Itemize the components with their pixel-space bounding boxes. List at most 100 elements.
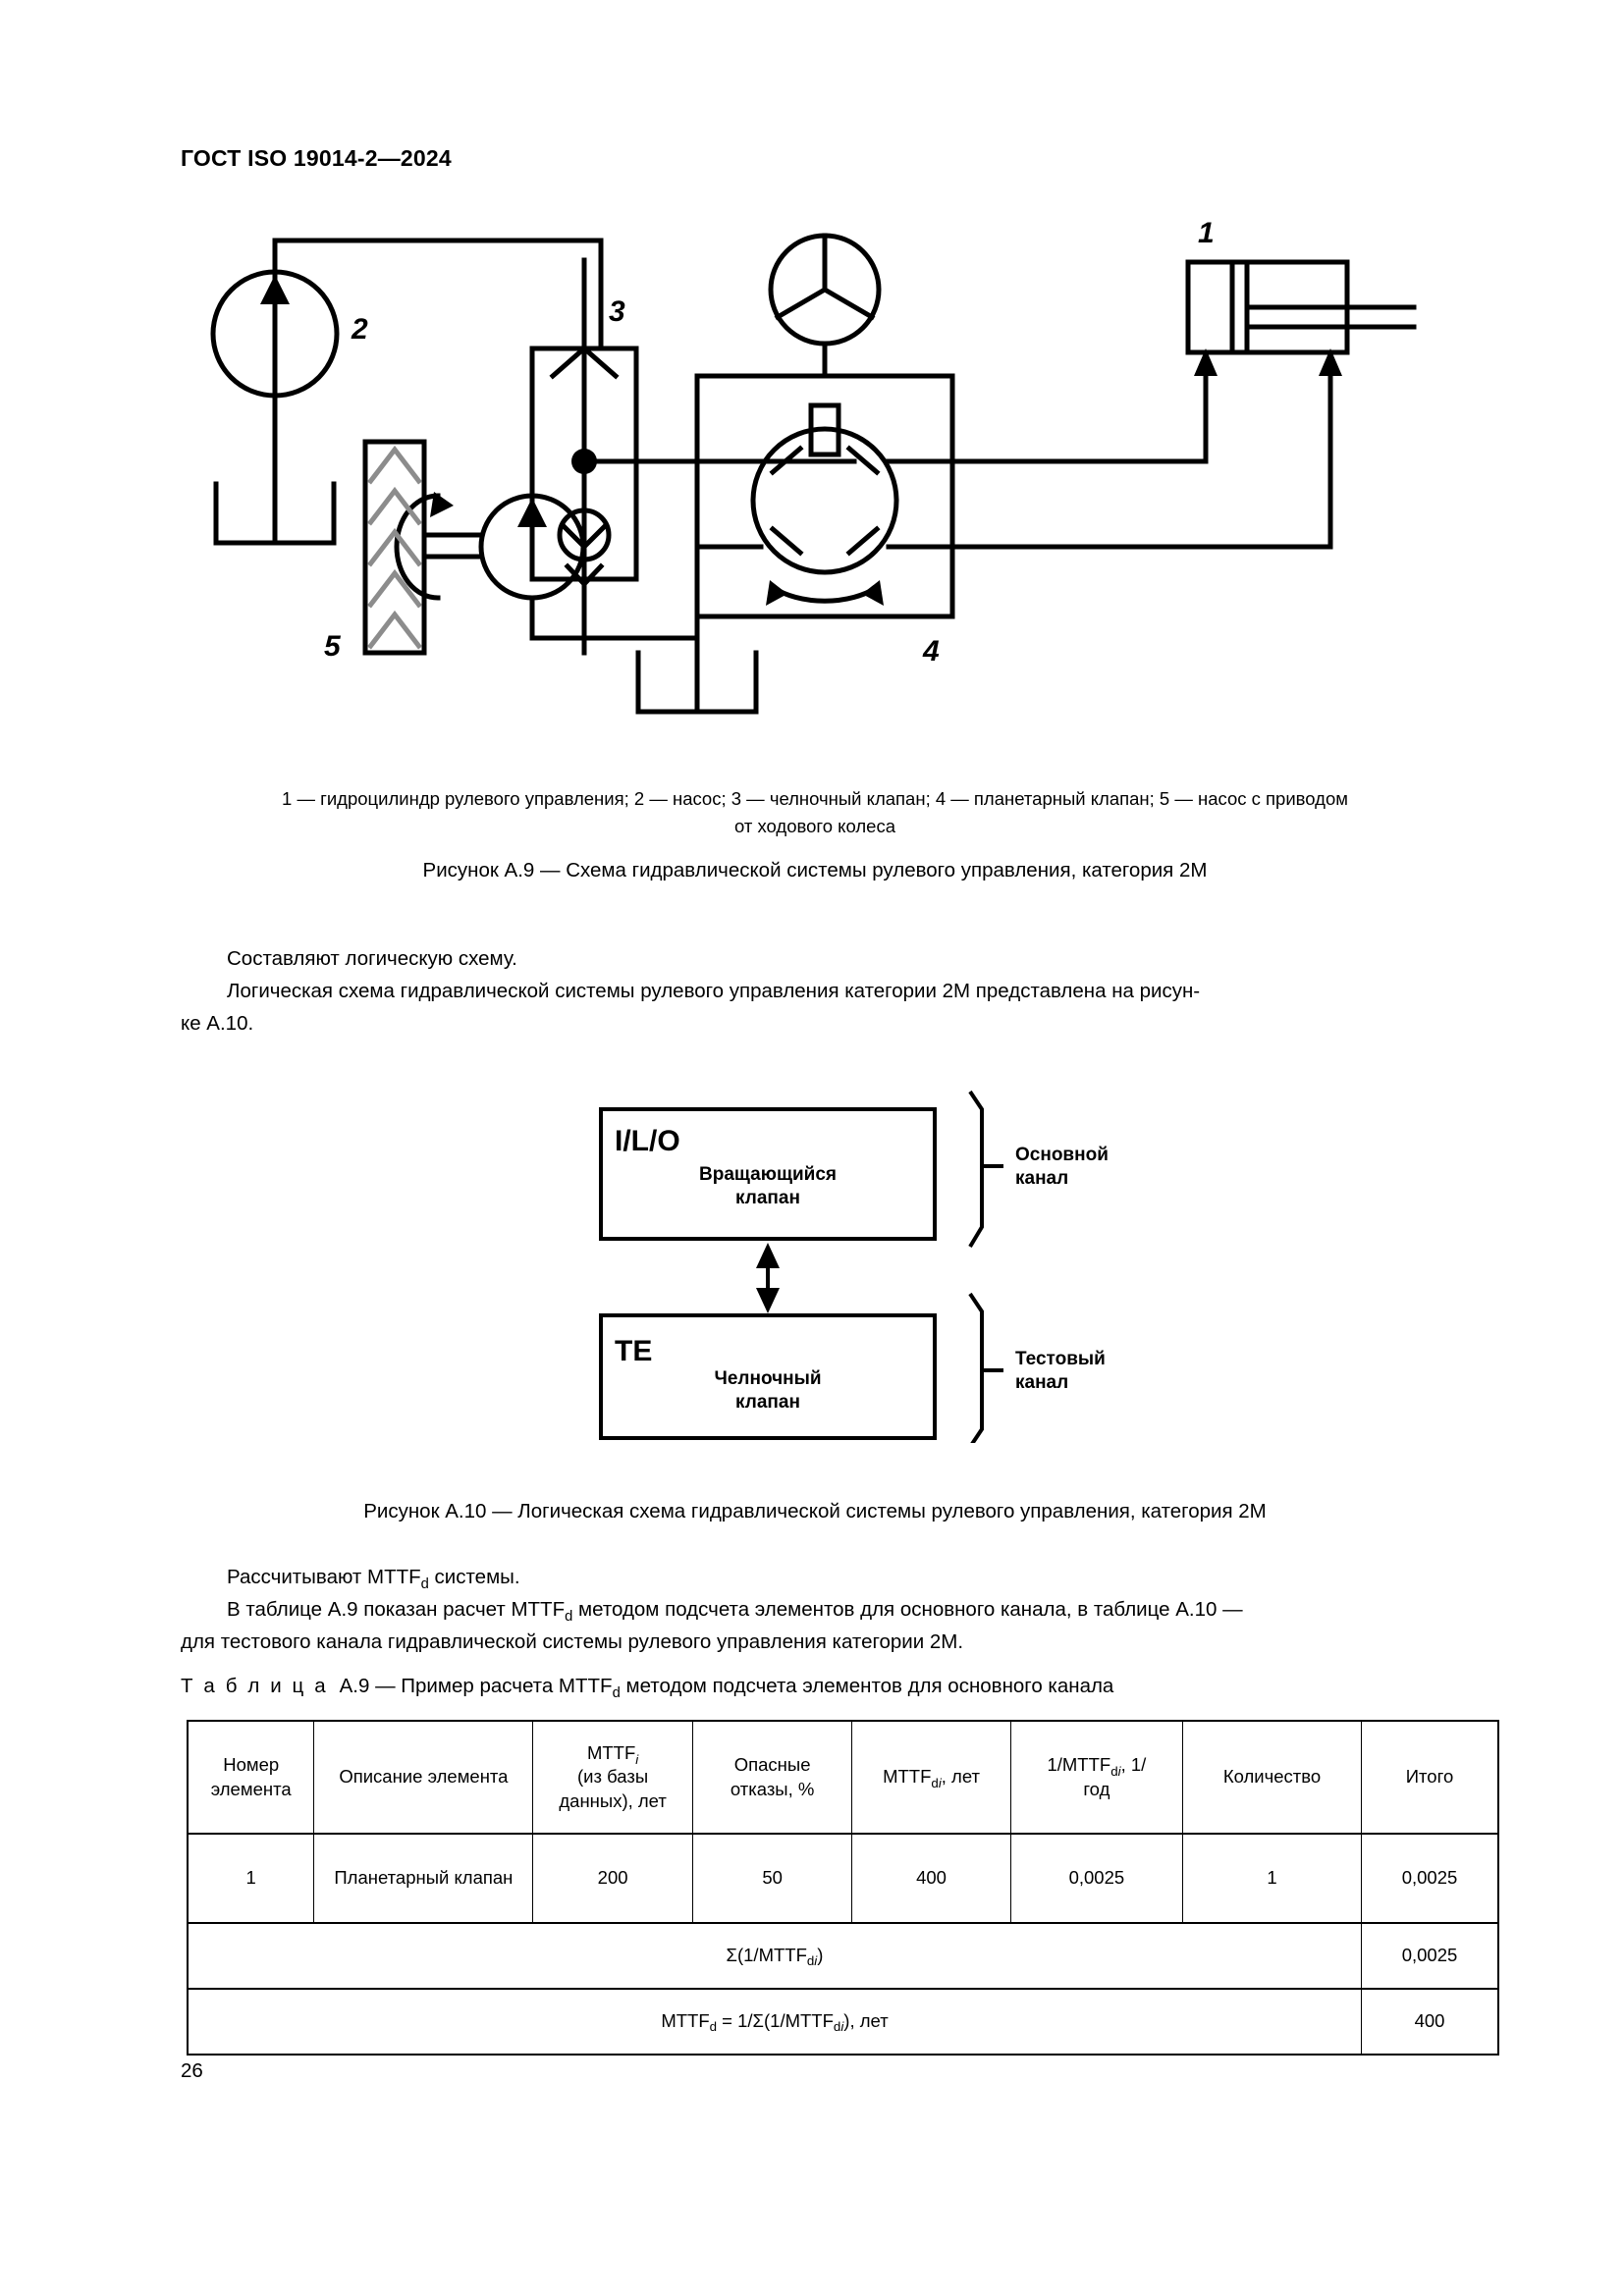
paragraph-block-1: Составляют логическую схему. Логическая …: [181, 942, 1444, 1041]
paragraph-3-a: Рассчитывают MTTF: [227, 1566, 421, 1588]
brace-top-label-line1: Основной: [1015, 1145, 1109, 1165]
table-a9-title: Т а б л и ц а А.9 — Пример расчета MTTFd…: [181, 1675, 1114, 1701]
paragraph-4-b: методом подсчета элементов для основного…: [572, 1598, 1243, 1622]
paragraph-2-continuation: ке А.10.: [181, 1012, 254, 1036]
th-element-number-l1: Номер: [223, 1754, 280, 1776]
sum-label-sub-d: d: [806, 1953, 815, 1969]
paragraph-3-sub: d: [420, 1575, 429, 1592]
paragraph-4-sub: d: [565, 1608, 573, 1625]
paragraph-1: Составляют логическую схему.: [227, 947, 517, 970]
th-dangerous-failures-l1: Опасные: [733, 1754, 811, 1776]
sum-label-sub-i: i: [814, 1953, 818, 1969]
page-header: ГОСТ ISO 19014-2—2024: [181, 145, 452, 171]
figure-a9-legend-line1: 1 — гидроцилиндр рулевого управления; 2 …: [282, 788, 1348, 809]
th-mttf-i: MTTFi (из базы данных), лет: [532, 1720, 693, 1835]
arrow-up-head: [756, 1243, 780, 1268]
table-a9: Номер элемента Описание элемента MTTFi (…: [187, 1720, 1499, 2056]
paragraph-3-b: системы.: [428, 1566, 520, 1588]
tire-tread-pattern: [367, 445, 422, 650]
arrow-down-head: [756, 1288, 780, 1313]
th-inv-mttf-di-l2: год: [1083, 1778, 1110, 1799]
th-element-number: Номер элемента: [187, 1720, 315, 1835]
callout-4: 4: [922, 635, 940, 667]
figure-a10-caption: Рисунок А.10 — Логическая схема гидравли…: [363, 1500, 1267, 1522]
th-quantity-l1: Количество: [1222, 1766, 1322, 1788]
logic-block-bottom: [599, 1313, 937, 1440]
logic-block-top-line1: Вращающийся: [699, 1164, 837, 1185]
hydraulic-schematic-svg: 1 2 3 4 5: [210, 217, 1417, 715]
th-mttf-i-l1: MTTF: [586, 1742, 636, 1764]
th-inv-mttf-di: 1/MTTFdi, 1/ год: [1009, 1720, 1184, 1835]
th-element-number-l2: элемента: [210, 1778, 292, 1799]
table-a9-title-prefix: Т а б л и ц а: [181, 1675, 329, 1697]
mttfd-label-sub-i: i: [840, 2019, 844, 2035]
th-mttf-di-tail: , лет: [941, 1766, 981, 1788]
th-total: Итого: [1361, 1720, 1499, 1835]
th-inv-mttf-di-l1: 1/MTTF: [1047, 1754, 1111, 1776]
logic-block-bottom-tag: TE: [615, 1335, 652, 1367]
mttfd-label-sub-d: d: [709, 2019, 718, 2035]
mttfd-label-mid: = 1/Σ(1/MTTF: [717, 2010, 834, 2032]
logic-block-top: [599, 1107, 937, 1241]
th-dangerous-failures: Опасные отказы, %: [691, 1720, 853, 1835]
table-a9-title-main-b: методом подсчета элементов для основного…: [620, 1675, 1114, 1697]
brace-bottom-label-line1: Тестовый: [1015, 1349, 1106, 1369]
th-element-description: Описание элемента: [313, 1720, 534, 1835]
table-summary-row-sum: Σ(1/MTTFdi) 0,0025: [187, 1922, 1499, 1990]
table-summary-row-mttfd: MTTFd = 1/Σ(1/MTTFdi), лет 400: [187, 1988, 1499, 2056]
paragraph-block-2: Рассчитывают MTTFd системы. В таблице А.…: [181, 1561, 1444, 1659]
figure-a9-caption: Рисунок А.9 — Схема гидравлической систе…: [422, 859, 1208, 881]
th-total-l1: Итого: [1405, 1766, 1454, 1788]
mttfd-label-b: ), лет: [843, 2010, 889, 2032]
sum-label-b: ): [817, 1945, 824, 1966]
callout-1: 1: [1198, 217, 1215, 249]
callout-3: 3: [609, 295, 625, 328]
th-mttf-di-sub-i: i: [938, 1775, 942, 1790]
figure-a9-legend: 1 — гидроцилиндр рулевого управления; 2 …: [147, 785, 1483, 840]
th-inv-mttf-di-sub-d: d: [1110, 1763, 1118, 1779]
sum-label-a: Σ(1/MTTF: [726, 1945, 807, 1966]
cell-mttfd-label: MTTFd = 1/Σ(1/MTTFdi), лет: [187, 1988, 1362, 2056]
logic-block-top-line2: клапан: [735, 1188, 800, 1208]
th-mttf-i-sub: i: [635, 1751, 639, 1767]
cell-sum-value: 0,0025: [1361, 1922, 1499, 1990]
paragraph-3: Рассчитывают MTTFd системы.: [181, 1561, 1444, 1593]
th-mttf-di-l1: MTTF: [883, 1766, 932, 1788]
brace-top-label-line2: канал: [1015, 1168, 1068, 1189]
brace-bottom-label-line2: канал: [1015, 1372, 1068, 1393]
cell-inv-mttf-di: 0,0025: [1009, 1833, 1184, 1924]
cell-mttf-i: 200: [532, 1833, 693, 1924]
callout-5: 5: [324, 630, 342, 663]
th-dangerous-failures-l2: отказы, %: [730, 1778, 815, 1799]
th-mttf-di: MTTFdi, лет: [851, 1720, 1011, 1835]
cell-sum-label: Σ(1/MTTFdi): [187, 1922, 1362, 1990]
logic-block-top-tag: I/L/O: [615, 1125, 680, 1157]
page-number: 26: [181, 2059, 203, 2082]
callout-2: 2: [351, 313, 368, 346]
cell-element-description: Планетарный клапан: [313, 1833, 534, 1924]
table-a9-title-main-a: А.9 — Пример расчета MTTF: [339, 1675, 613, 1697]
th-quantity: Количество: [1182, 1720, 1362, 1835]
table-row: 1 Планетарный клапан 200 50 400 0,0025 1…: [187, 1833, 1499, 1924]
th-inv-mttf-di-sub-i: i: [1117, 1763, 1121, 1779]
th-mttf-di-sub-d: d: [931, 1775, 939, 1790]
paragraph-4-a: В таблице А.9 показан расчет MTTF: [227, 1598, 566, 1622]
logic-block-bottom-line1: Челночный: [714, 1368, 821, 1389]
cell-element-number: 1: [187, 1833, 315, 1924]
th-element-description-l1: Описание элемента: [339, 1766, 509, 1788]
paragraph-2: Логическая схема гидравлической системы …: [227, 980, 1201, 1003]
paragraph-4: В таблице А.9 показан расчет MTTFd метод…: [181, 1593, 1444, 1626]
th-mttf-i-l3: данных), лет: [559, 1789, 667, 1811]
figure-a9-legend-line2: от ходового колеса: [734, 815, 895, 836]
th-mttf-i-l2: (из базы: [577, 1766, 649, 1788]
table-a9-title-sub: d: [612, 1684, 621, 1701]
paragraph-4-continuation: для тестового канала гидравлической сист…: [181, 1630, 964, 1654]
logic-diagram-svg: I/L/O Вращающийся клапан TE Челночный кл…: [599, 1090, 1109, 1443]
logic-block-bottom-line2: клапан: [735, 1392, 800, 1413]
table-header-row: Номер элемента Описание элемента MTTFi (…: [187, 1720, 1499, 1835]
mttfd-label-a: MTTF: [661, 2010, 710, 2032]
cell-total: 0,0025: [1361, 1833, 1499, 1924]
cell-dangerous-failures: 50: [691, 1833, 853, 1924]
mttfd-label-sub-d2: d: [833, 2019, 841, 2035]
